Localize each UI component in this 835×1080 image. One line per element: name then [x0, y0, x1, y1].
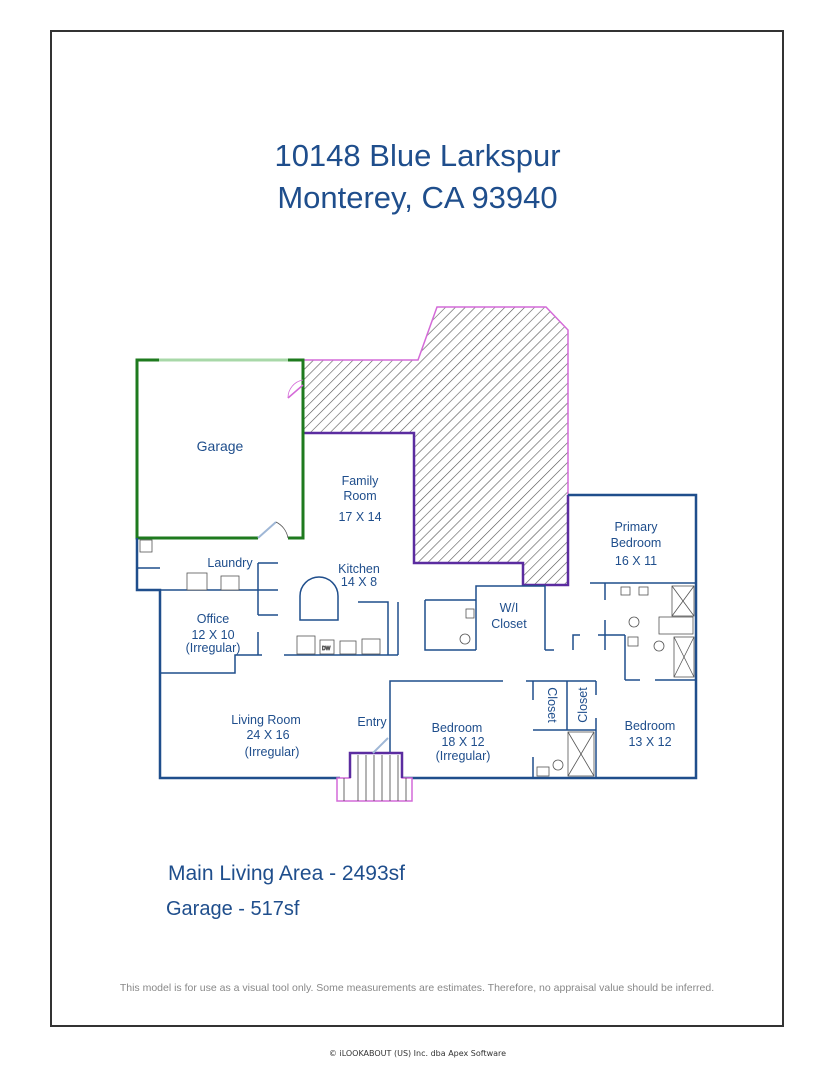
- room-primary-dims: 16 X 11: [615, 554, 657, 568]
- sink-icon: [627, 636, 639, 647]
- room-closet-1: Closet: [545, 687, 559, 723]
- dryer-icon: [220, 575, 240, 591]
- room-wi-closet-line2: Closet: [491, 617, 527, 631]
- room-bedroom-3: Bedroom: [625, 719, 676, 733]
- room-entry: Entry: [357, 715, 387, 729]
- room-primary-line2: Bedroom: [611, 536, 662, 550]
- room-bedroom-3-dims: 13 X 12: [628, 735, 671, 749]
- room-office: Office: [197, 612, 229, 626]
- entry-steps: [336, 737, 413, 802]
- disclaimer: This model is for use as a visual tool o…: [119, 982, 715, 994]
- fixtures: DW: [186, 572, 695, 777]
- garage-area: Garage - 517sf: [166, 898, 300, 920]
- room-wi-closet-line1: W/I: [500, 601, 519, 615]
- room-living-dims: 24 X 16: [246, 728, 289, 742]
- room-family-line2: Room: [343, 489, 376, 503]
- house-walls: [135, 493, 698, 780]
- room-closet-2: Closet: [576, 687, 590, 723]
- room-kitchen: Kitchen: [338, 562, 380, 576]
- washer-icon: [186, 572, 208, 591]
- room-family-line1: Family: [342, 474, 380, 488]
- room-living: Living Room: [231, 713, 300, 727]
- water-heater-icon: [139, 539, 153, 553]
- toilet-icon: [653, 640, 665, 652]
- toilet-icon: [459, 633, 471, 645]
- room-office-note: (Irregular): [186, 641, 241, 655]
- dishwasher-icon: [319, 639, 335, 655]
- room-bedroom-2-note: (Irregular): [436, 749, 491, 763]
- sink-icon: [620, 586, 631, 596]
- svg-text:DW: DW: [322, 646, 331, 652]
- room-office-dims: 12 X 10: [191, 628, 234, 642]
- sink-icon: [465, 608, 475, 619]
- stove-icon: [361, 638, 381, 655]
- room-laundry: Laundry: [207, 556, 253, 570]
- address-line-2: Monterey, CA 93940: [277, 180, 558, 215]
- room-living-note: (Irregular): [245, 745, 300, 759]
- room-bedroom-2: Bedroom: [432, 721, 483, 735]
- fridge-icon: [296, 635, 316, 655]
- garage-walls: [135, 358, 305, 553]
- room-primary-line1: Primary: [614, 520, 658, 534]
- room-kitchen-dims: 14 X 8: [341, 575, 377, 589]
- room-bedroom-2-dims: 18 X 12: [441, 735, 484, 749]
- toilet-icon: [628, 616, 640, 628]
- patio-deck: [302, 306, 570, 587]
- sink-icon: [638, 586, 649, 596]
- address-line-1: 10148 Blue Larkspur: [274, 138, 561, 173]
- room-family-dims: 17 X 14: [338, 510, 381, 524]
- bathtub-icon: [658, 616, 694, 635]
- toilet-icon: [552, 759, 564, 771]
- room-labels: Garage Family Room 17 X 14 Primary Bedro…: [186, 438, 676, 763]
- main-living-area: Main Living Area - 2493sf: [168, 862, 405, 885]
- copyright: © iLOOKABOUT (US) Inc. dba Apex Software: [328, 1049, 507, 1058]
- room-garage: Garage: [197, 438, 244, 454]
- sink-icon: [536, 766, 550, 777]
- sink-icon: [339, 640, 357, 655]
